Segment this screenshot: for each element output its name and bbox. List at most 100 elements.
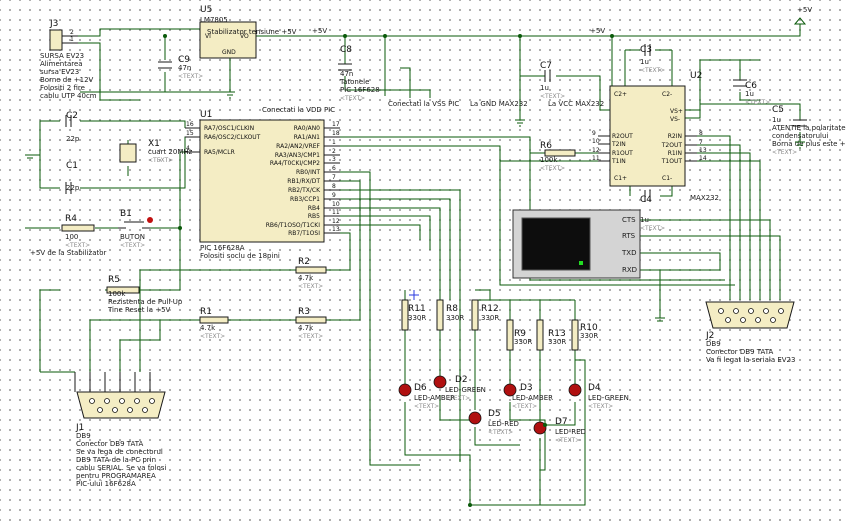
svg-text:330R: 330R [408, 314, 426, 322]
svg-text:D3: D3 [520, 383, 533, 393]
svg-text:47n: 47n [340, 70, 353, 78]
svg-text:Tine Reset la +5V: Tine Reset la +5V [107, 306, 171, 314]
svg-text:<TEXT>: <TEXT> [540, 93, 565, 100]
capacitor-c5: C5 1u ATENTIE la polaritatea condensator… [772, 105, 846, 156]
capacitor-c3: C3 1u <TEXT> [640, 44, 665, 74]
pin-name: R1IN [668, 150, 682, 157]
regulator-u5: U5 LM7805 Stabilizator tensiune +5V VI V… [199, 5, 297, 59]
pin-name: R1OUT [612, 150, 633, 157]
svg-text:RTS: RTS [622, 232, 636, 240]
svg-text:C6: C6 [745, 81, 757, 91]
crystal-x1: X1 cuart 20MHz <TEXT> [119, 139, 193, 164]
svg-text:47n: 47n [178, 64, 191, 72]
svg-text:4.7k: 4.7k [298, 274, 314, 282]
svg-text:cablu UTP 40cm: cablu UTP 40cm [40, 92, 97, 100]
capacitor-c7: C7 1u <TEXT> [540, 61, 565, 100]
capacitor-c8: C8 47n Tatonele PIC 16F628 <TEXT> [338, 45, 380, 102]
svg-text:DB9: DB9 [706, 340, 721, 348]
svg-text:VI: VI [205, 33, 211, 40]
virtual-terminal: CTS RTS TXD RXD [512, 209, 641, 279]
svg-text:LED-RED: LED-RED [555, 428, 586, 436]
resistor-r4: R4 100 <TEXT> [61, 214, 95, 249]
pin-name: T1IN [611, 158, 626, 165]
pin-name: R2OUT [612, 133, 633, 140]
pin-number: 16 [186, 121, 194, 128]
svg-text:R6: R6 [540, 141, 552, 151]
note-vcc-max: La VCC MAX232 [548, 100, 604, 108]
pin-name: RB1/RX/DT [287, 178, 320, 185]
pin-number: 14 [699, 155, 707, 162]
svg-text:R8: R8 [446, 304, 458, 314]
resistor-r12: R12 330R [471, 299, 499, 331]
pin-name: RB5 [308, 213, 320, 220]
svg-text:ATENTIE la polaritatea: ATENTIE la polaritatea [772, 124, 846, 132]
pin-name: RB3/CCP1 [290, 196, 320, 203]
svg-text:MAX232: MAX232 [690, 194, 719, 202]
svg-text:C2: C2 [66, 111, 78, 121]
pin-number: 12 [332, 218, 340, 225]
resistor-r2: R2 4.7k <TEXT> [295, 257, 327, 290]
pin-name: RA0/AN0 [294, 125, 320, 132]
svg-text:pentru PROGRAMAREA: pentru PROGRAMAREA [76, 472, 156, 480]
svg-text:1u: 1u [745, 90, 754, 98]
svg-text:<TEXT>: <TEXT> [640, 225, 665, 232]
capacitor-c4: C4 1u <TEXT> [640, 190, 665, 232]
led-d5: D5 LED-RED <TEXT> [468, 409, 519, 436]
svg-text:Conector DB9 TATA: Conector DB9 TATA [706, 348, 773, 356]
svg-text:<TEXT>: <TEXT> [540, 165, 565, 172]
svg-text:RXD: RXD [622, 266, 637, 274]
led-d3: D3 LED-AMBER <TEXT> [503, 383, 553, 410]
vcc-label-mid: +5V [590, 27, 605, 35]
note-vdd: Conectati la VDD PIC [262, 106, 335, 114]
pin-number: 9 [332, 192, 336, 199]
svg-text:LED-AMBER: LED-AMBER [414, 394, 455, 402]
svg-text:C1-: C1- [662, 175, 672, 182]
svg-text:100k: 100k [540, 156, 558, 164]
svg-text:1u: 1u [772, 116, 781, 124]
svg-text:1u: 1u [640, 58, 649, 66]
svg-text:1u: 1u [540, 84, 549, 92]
svg-text:22p: 22p [66, 135, 80, 143]
svg-text:cablu SERIAL. Se va folosi: cablu SERIAL. Se va folosi [76, 464, 166, 472]
svg-text:Conector DB9 TATA: Conector DB9 TATA [76, 440, 143, 448]
pin-number: 7 [332, 174, 336, 181]
resistor-r13: R13 330R [536, 319, 566, 351]
svg-text:330R: 330R [580, 332, 598, 340]
pin-number: 2 [332, 148, 336, 155]
mcu-u1-pins: 16RA7/OSC1/CLKIN15RA6/OSC2/CLKOUT4RA5/MC… [185, 121, 340, 237]
resistor-r9: R9 330R [506, 319, 532, 351]
svg-text:<TEXT>: <TEXT> [200, 333, 225, 340]
pin-number: 1 [332, 139, 336, 146]
svg-text:R1: R1 [200, 307, 212, 317]
svg-text:R2: R2 [298, 257, 310, 267]
pin-number: 7 [699, 139, 703, 146]
svg-text:DB9 TATA de la PC prin: DB9 TATA de la PC prin [76, 456, 156, 464]
mcu-u1: U1 PIC 16F628A Folositi soclu de 18pini [199, 110, 325, 260]
svg-text:<TEXT>: <TEXT> [340, 95, 365, 102]
svg-text:C1+: C1+ [614, 175, 627, 182]
pin-name: RA6/OSC2/CLKOUT [204, 134, 261, 141]
svg-text:X1: X1 [148, 139, 160, 149]
vcc-label-left: +5V [312, 27, 327, 35]
resistor-r8: R8 330R [436, 299, 464, 331]
pin-name: T2IN [611, 141, 626, 148]
svg-text:LED-AMBER: LED-AMBER [512, 394, 553, 402]
resistor-r5: R5 100k Rezistenta de Pull-Up Tine Reset… [106, 275, 183, 314]
led-d2: D2 LED-GREEN <TEXT> [433, 375, 486, 402]
svg-text:D5: D5 [488, 409, 501, 419]
svg-text:Borna de plus este +: Borna de plus este + [772, 140, 846, 148]
pin-number: 3 [332, 156, 336, 163]
svg-text:Va fi legat la seriala EV23: Va fi legat la seriala EV23 [706, 356, 795, 364]
svg-text:D6: D6 [414, 383, 427, 393]
svg-text:VS-: VS- [670, 116, 680, 123]
svg-text:J2: J2 [705, 331, 714, 341]
pin-number: 9 [592, 130, 596, 137]
capacitor-c2: C2 22p [65, 111, 80, 143]
svg-text:LED-GREEN: LED-GREEN [588, 394, 629, 402]
note-gnd-max: La GND MAX232 [470, 100, 528, 108]
svg-text:PIC 16F628A: PIC 16F628A [200, 244, 245, 252]
ic-u2: U2 MAX232 C2+ C2- C1+ C1- VS+ VS- [609, 71, 719, 202]
svg-text:C4: C4 [640, 195, 652, 205]
